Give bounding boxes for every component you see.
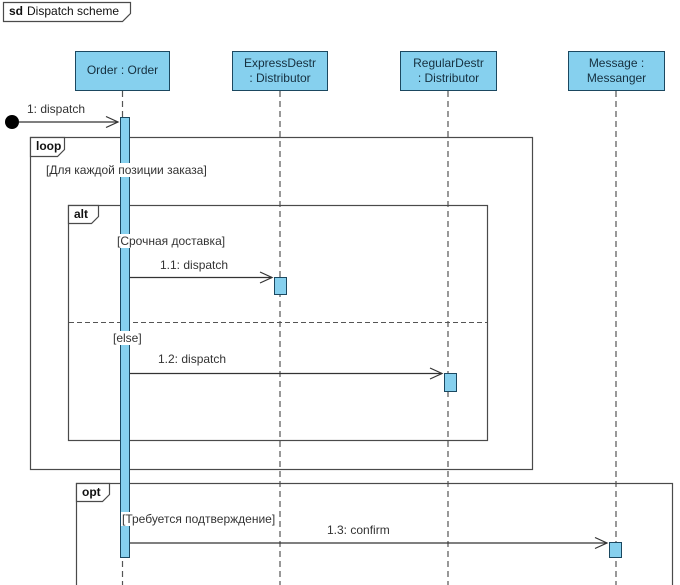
alt-fragment-frame[interactable] (67, 204, 489, 442)
lifeline-head-regulardestr[interactable]: RegularDestr : Distributor (400, 51, 497, 91)
alt-else-guard-label: [else] (112, 331, 143, 345)
diagram-title-text: Dispatch scheme (27, 4, 120, 18)
message-1-dispatch-arrow[interactable] (19, 115, 120, 129)
message-1-2-label: 1.2: dispatch (158, 352, 227, 366)
loop-operator-pentagon (29, 136, 66, 158)
loop-guard-label: [Для каждой позиции заказа] (45, 163, 208, 177)
lifeline-order-name: Order : Order (86, 63, 159, 78)
lifeline-message-name-line1: Message : (588, 55, 645, 70)
opt-guard-label: [Требуется подтверждение] (121, 512, 277, 526)
alt-operator-label: alt (74, 207, 89, 221)
lifeline-regulardestr-name-line2: : Distributor (417, 71, 480, 85)
lifeline-head-message[interactable]: Message : Messanger (568, 51, 665, 91)
message-1-label: 1: dispatch (27, 102, 86, 116)
lifeline-expressdestr-name-line2: : Distributor (249, 71, 311, 85)
initial-node-dot[interactable] (5, 115, 19, 129)
lifeline-expressdestr-name-line1: ExpressDestr (243, 55, 317, 70)
opt-fragment-frame[interactable] (75, 482, 674, 585)
opt-operator-label: opt (82, 485, 101, 499)
message-1-1-label: 1.1: dispatch (160, 258, 229, 272)
activation-regulardestr[interactable] (444, 373, 457, 392)
message-1-1-dispatch-arrow[interactable] (130, 271, 274, 284)
activation-expressdestr[interactable] (274, 277, 287, 295)
lifeline-message-name-line2: Messanger (586, 71, 647, 85)
alt-operator-pentagon (67, 204, 100, 225)
sd-frame-pentagon (2, 1, 132, 23)
lifeline-regulardestr-name-line1: RegularDestr (413, 55, 484, 70)
loop-fragment-frame[interactable] (29, 136, 534, 471)
alt-then-guard-label: [Срочная доставка] (116, 234, 227, 248)
loop-operator-label: loop (36, 139, 62, 153)
activation-message[interactable] (609, 542, 622, 558)
message-1-3-confirm-arrow[interactable] (130, 536, 609, 550)
message-1-2-dispatch-arrow[interactable] (130, 367, 444, 380)
message-1-3-label: 1.3: confirm (327, 523, 390, 537)
lifeline-head-order[interactable]: Order : Order (75, 51, 170, 91)
opt-operator-pentagon (75, 482, 111, 503)
diagram-operator-label: sd (9, 4, 24, 18)
lifeline-head-expressdestr[interactable]: ExpressDestr : Distributor (232, 51, 328, 91)
